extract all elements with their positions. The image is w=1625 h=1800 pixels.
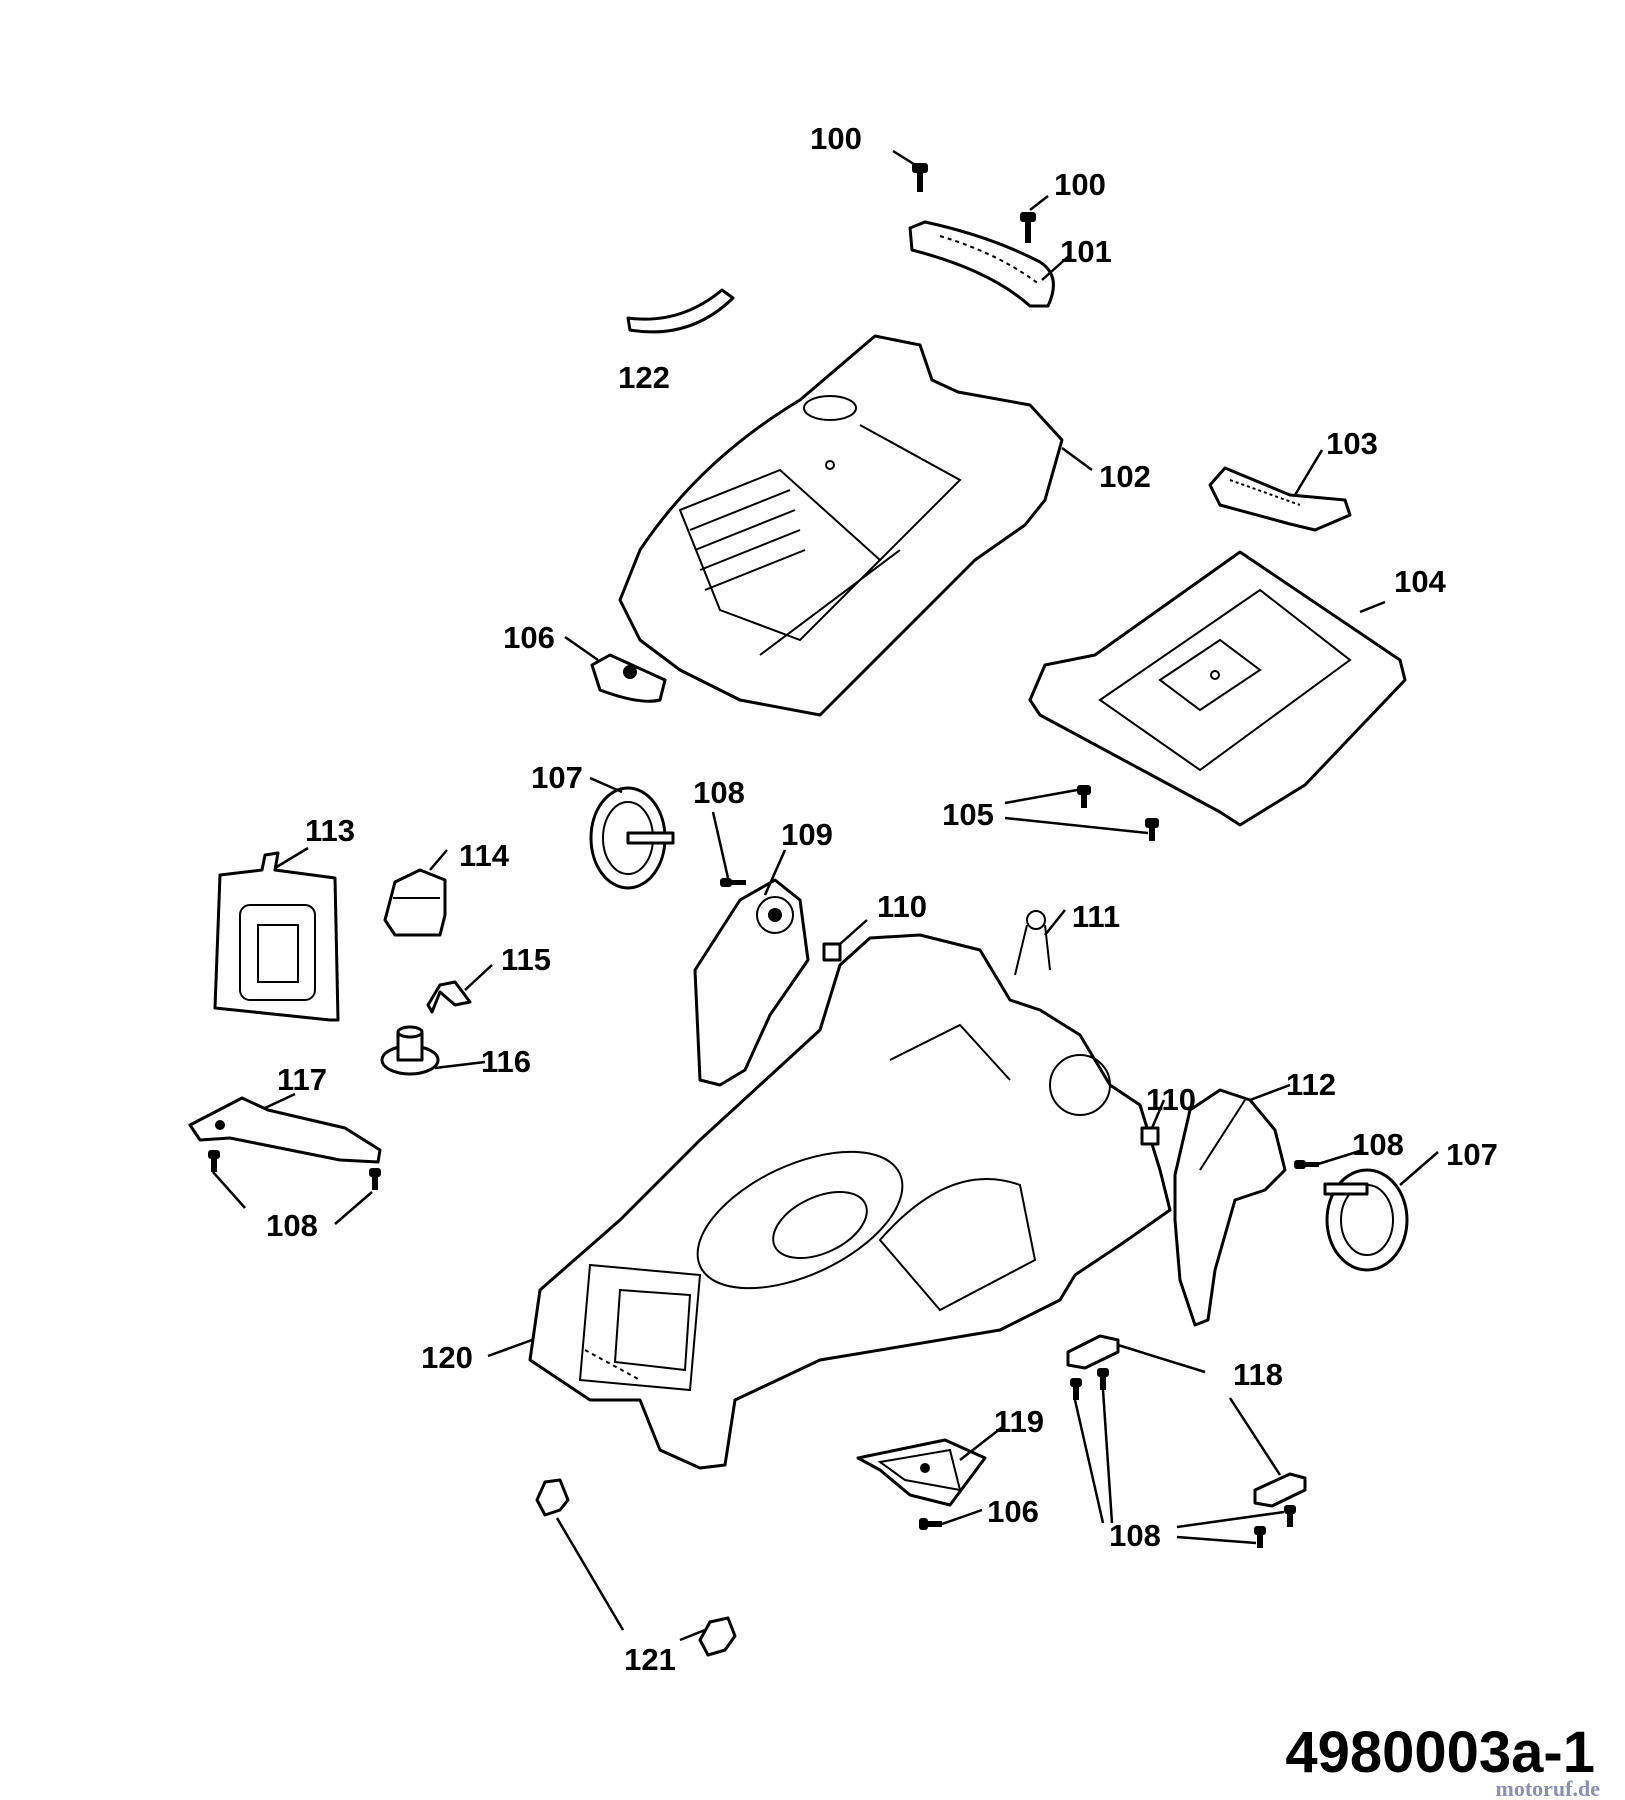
screw-108-b — [208, 1150, 220, 1172]
callout-104: 104 — [1394, 564, 1446, 599]
filter-plate-113 — [213, 851, 340, 1022]
cable-clip-122 — [626, 288, 735, 334]
callout-102: 102 — [1099, 459, 1151, 494]
screw-106-b — [919, 1518, 942, 1530]
callout-107-b: 107 — [1446, 1137, 1498, 1172]
callout-120: 120 — [421, 1340, 473, 1375]
clip-121-b — [698, 1616, 737, 1657]
screw-100-b — [1020, 212, 1036, 243]
guide-bar-117 — [188, 1096, 382, 1164]
spring-111 — [1014, 910, 1051, 976]
callout-106-a: 106 — [503, 620, 555, 655]
callout-121: 121 — [624, 1642, 676, 1677]
callout-118: 118 — [1233, 1357, 1283, 1392]
deck-housing-120 — [528, 933, 1172, 1470]
handle-cap-101 — [908, 220, 1055, 308]
leader-lines — [212, 149, 1439, 1642]
callout-109: 109 — [781, 817, 833, 852]
callout-110-a: 110 — [877, 889, 927, 924]
screw-108-e — [1070, 1378, 1082, 1400]
callout-107-a: 107 — [531, 760, 583, 795]
callout-110-b: 110 — [1146, 1082, 1196, 1117]
clip-106-a — [590, 653, 667, 703]
callout-108-d: 108 — [1109, 1518, 1161, 1553]
screw-108-g — [1284, 1505, 1296, 1527]
knob-base-116 — [380, 1025, 440, 1076]
callout-114: 114 — [459, 838, 510, 873]
callout-117: 117 — [277, 1062, 327, 1097]
switch-box-114 — [383, 868, 447, 937]
nut-110-b — [1140, 1126, 1160, 1146]
callout-108-b: 108 — [266, 1208, 318, 1243]
callout-111: 111 — [1072, 899, 1120, 934]
wheel-107-b — [1323, 1168, 1409, 1272]
watermark: motoruf.de — [1496, 1776, 1601, 1800]
callout-119: 119 — [994, 1404, 1044, 1439]
side-bracket-112 — [1173, 1088, 1287, 1327]
cover-plate-104 — [1028, 550, 1407, 827]
callout-108-c: 108 — [1352, 1127, 1404, 1162]
diagram-code: 4980003a-1 — [1285, 1720, 1595, 1785]
callout-113: 113 — [305, 813, 355, 848]
clip-121-a — [535, 1478, 570, 1517]
callout-105: 105 — [942, 797, 994, 832]
callout-115: 115 — [501, 942, 551, 977]
side-bracket-109 — [693, 878, 810, 1087]
block-118-a — [1066, 1334, 1120, 1370]
top-cover-102 — [618, 334, 1064, 717]
screw-108-a — [720, 878, 746, 887]
hook-115 — [426, 980, 472, 1014]
callout-100-a: 100 — [810, 121, 862, 156]
callout-100-b: 100 — [1054, 167, 1106, 202]
flap-119 — [856, 1438, 987, 1507]
callout-101: 101 — [1060, 234, 1112, 269]
grip-103 — [1208, 466, 1352, 532]
screw-105-a — [1077, 785, 1091, 808]
screw-108-h — [1254, 1526, 1266, 1548]
callout-106-b: 106 — [987, 1494, 1039, 1529]
screw-108-f — [1097, 1368, 1109, 1390]
nut-110-a — [822, 942, 842, 962]
callout-labels: 100 100 101 122 102 103 104 105 106 107 … — [266, 121, 1498, 1677]
callout-112: 112 — [1286, 1067, 1336, 1102]
block-118-b — [1253, 1472, 1307, 1508]
wheel-107-a — [589, 786, 675, 890]
screw-100-a — [912, 163, 928, 192]
callout-116: 116 — [481, 1044, 531, 1079]
callout-108-a: 108 — [693, 775, 745, 810]
screw-108-d — [1294, 1160, 1319, 1169]
screw-105-b — [1145, 818, 1159, 841]
screw-108-c — [369, 1168, 381, 1190]
callout-122: 122 — [618, 360, 670, 395]
callout-103: 103 — [1326, 426, 1378, 461]
